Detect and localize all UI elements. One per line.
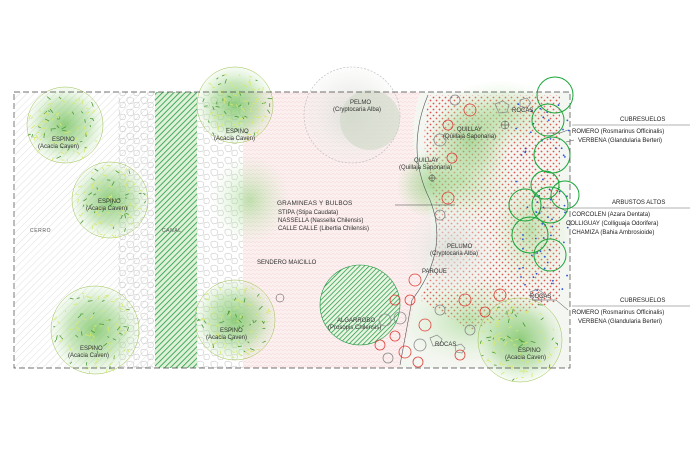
quillay-label-2: QUILLAY	[414, 158, 439, 164]
pelmo-sci-top: (Cryptocaria Alba)	[333, 107, 381, 113]
canal-label: CANAL	[162, 228, 182, 234]
parque-edge	[399, 94, 438, 366]
leader-lines	[395, 124, 690, 311]
pelmo-label-top: PELMO	[350, 100, 371, 106]
espino-label-3: ESPINO	[80, 346, 103, 352]
cubre-bottom-item-1: ROMERO (Rosmarinus Officinalis)	[572, 310, 664, 316]
quillay-sci-1: (Quillaja Saponaria)	[443, 134, 496, 140]
grass-item-3: CALLE CALLE (Libertia Chilensis)	[278, 226, 369, 232]
cubre-bottom-item-2: VERBENA (Glandularia Berteri)	[578, 319, 662, 325]
pelmo-canopy	[303, 66, 401, 164]
cerro-label: CERRO	[30, 228, 51, 234]
espino-label-6: ESPINO	[518, 348, 541, 354]
rocas-label-3: ROCAS	[435, 342, 456, 348]
espino-sci-6: (Acacia Caven)	[505, 355, 546, 361]
espino-sci-5: (Acacia Caven)	[206, 335, 247, 341]
pelmo-sci-lower: (Cryptocaria Alba)	[430, 251, 478, 257]
right-legend: CUBRESUELOS ROMERO (Rosmarinus Officinal…	[566, 117, 665, 325]
arbustos-title: ARBUSTOS ALTOS	[612, 200, 665, 206]
arbustos-rings	[508, 76, 580, 272]
espino-label-5: ESPINO	[220, 328, 243, 334]
rocks	[429, 97, 545, 354]
algarrobo-label: ALGARROBO	[337, 318, 375, 324]
espino-sci-4: (Acacia Caven)	[214, 136, 255, 142]
cubre-top-item-2: VERBENA (Glandularia Berteri)	[578, 138, 662, 144]
espino-trees	[26, 66, 563, 383]
cubre-bottom-title: CUBRESUELOS	[620, 298, 665, 304]
cubre-top-title: CUBRESUELOS	[620, 117, 665, 123]
espino-sci-1: (Acacia Caven)	[38, 144, 79, 150]
rocas-label-1: ROCAS	[512, 108, 533, 114]
cubre-top-item-1: ROMERO (Rosmarinus Officinalis)	[572, 129, 664, 135]
arbustos-item-3: CHAMIZA (Bahia Ambrosioide)	[572, 230, 654, 236]
rocas-label-2: ROCAS	[530, 294, 551, 300]
grasses-title: GRAMINEAS Y BULBOS	[277, 200, 352, 207]
algarrobo-canopy	[319, 264, 401, 346]
espino-label-2: ESPINO	[98, 199, 121, 205]
pelumo-label: PELUMO	[447, 244, 473, 250]
grass-item-1: STIPA (Stipa Caudata)	[278, 210, 338, 216]
shrub-circles	[374, 94, 507, 368]
espino-sci-3: (Acacia Caven)	[68, 353, 109, 359]
blue-dots	[515, 103, 570, 291]
leaf-texture	[27, 73, 558, 381]
sendero-label: SENDERO MAICILLO	[257, 260, 317, 266]
grass-item-2: NASSELLA (Nassella Chilensis)	[278, 218, 363, 224]
plan-labels: ESPINO (Acacia Caven) ESPINO (Acacia Cav…	[30, 100, 551, 361]
arbustos-item-1: CORCOLEN (Azara Dentata)	[572, 212, 650, 218]
algarrobo-sci: (Prosopis Chilensis)	[328, 325, 381, 331]
arbustos-item-2: COLLIGUAY (Colliguaja Odorifera)	[566, 221, 658, 227]
canal-band	[155, 92, 197, 368]
espino-sci-2: (Acacia Caven)	[86, 206, 127, 212]
parque-label: PARQUE	[422, 269, 447, 275]
quillay-label-1: QUILLAY	[457, 127, 482, 133]
plot-boundary	[13, 91, 571, 369]
pelmo-lower-canopy	[406, 206, 494, 294]
espino-label-4: ESPINO	[226, 129, 249, 135]
center-marks	[275, 120, 510, 303]
quillay-sci-2: (Quillaja Saponaria)	[399, 165, 452, 171]
espino-label-1: ESPINO	[52, 137, 75, 143]
